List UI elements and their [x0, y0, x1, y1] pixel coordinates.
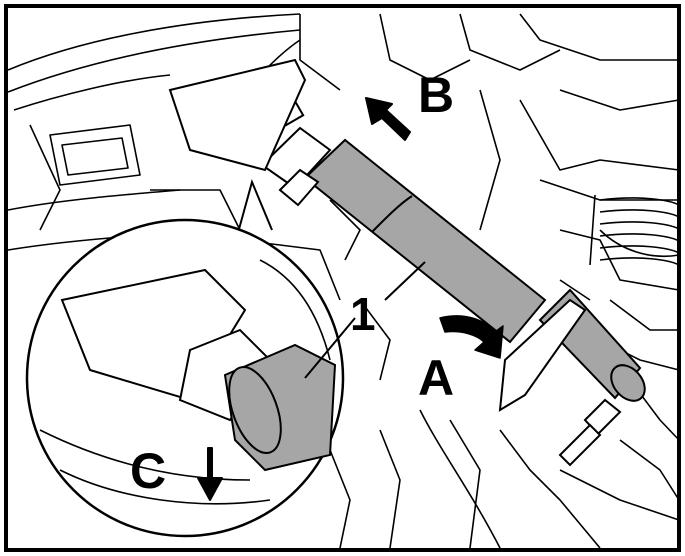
label-b: B: [418, 67, 454, 123]
leader-line-inset: [304, 317, 356, 379]
label-c: C: [130, 443, 166, 499]
arrow-c-icon: [197, 447, 223, 501]
radiator-grille: [589, 194, 680, 266]
detail-inset: [25, 178, 345, 538]
arrow-b-icon: [365, 97, 411, 141]
label-a: A: [418, 350, 454, 406]
washer-cylinder-main: [168, 58, 646, 467]
leader-line-main: [384, 261, 426, 301]
callout-leaders: [304, 261, 426, 379]
arrow-a-icon: [439, 315, 504, 359]
callout-number-label: 1: [350, 288, 376, 340]
